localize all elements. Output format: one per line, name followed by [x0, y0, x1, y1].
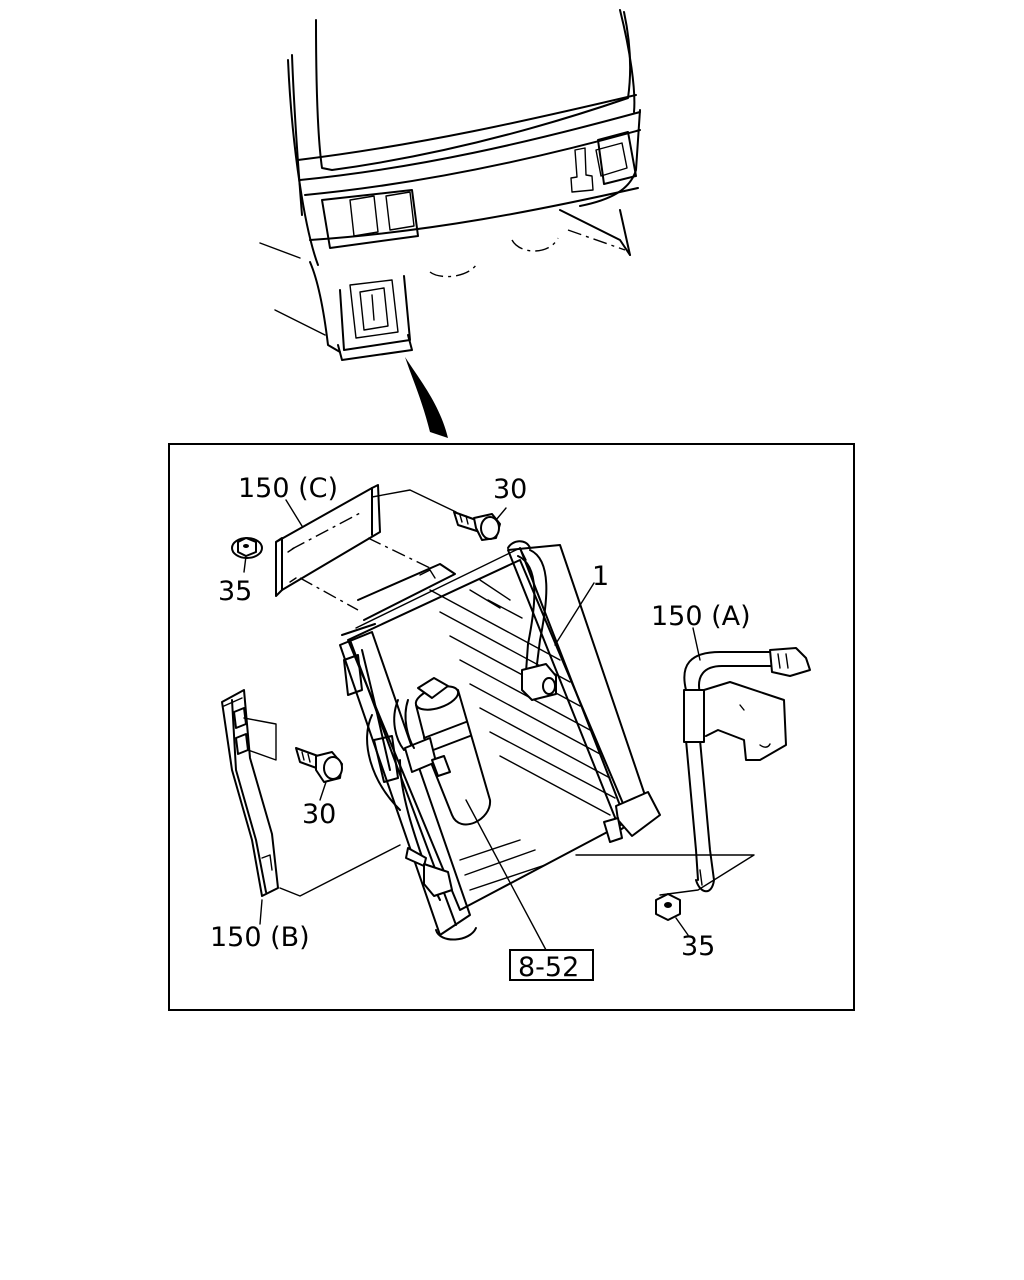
- label-35-top: 35: [218, 576, 252, 607]
- bolt-30-mid: [295, 747, 343, 801]
- bracket-150a: [575, 647, 811, 896]
- reference-box: [509, 949, 594, 981]
- label-150a: 150 (A): [651, 601, 751, 632]
- label-150c: 150 (C): [238, 473, 338, 504]
- receiver-drier: [393, 677, 492, 826]
- bolt-30-top: [453, 507, 507, 541]
- bolt-mid-condenser: [405, 847, 453, 897]
- label-30-top: 30: [493, 474, 527, 505]
- nut-35-top: [231, 537, 263, 573]
- label-ref-8-52: 8-52: [518, 952, 579, 983]
- bracket-150c: [275, 484, 457, 611]
- label-150b: 150 (B): [210, 922, 310, 953]
- bracket-150b: [221, 689, 401, 897]
- label-30-mid: 30: [302, 799, 336, 830]
- vehicle-front-view: [259, 9, 641, 438]
- label-1: 1: [592, 561, 609, 592]
- leader-lines: [259, 499, 701, 951]
- detail-frame: [168, 443, 855, 1011]
- label-35-bottom: 35: [681, 931, 715, 962]
- nut-35-bottom: [655, 893, 689, 936]
- condenser-assembly: [339, 540, 661, 941]
